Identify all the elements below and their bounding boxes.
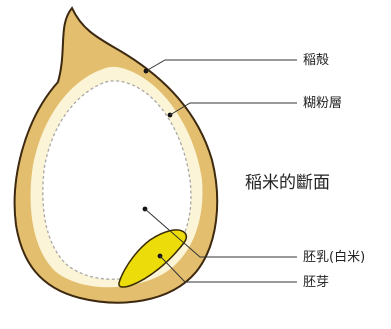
label-aleurone: 糊粉層 (303, 95, 342, 111)
label-germ: 胚芽 (303, 275, 329, 290)
diagram-title: 稲米的斷面 (245, 173, 330, 193)
label-husk: 稲殻 (303, 53, 329, 68)
label-endosperm: 胚乳(白米) (303, 249, 365, 265)
callout-husk (144, 60, 297, 73)
leader-line-husk (146, 60, 297, 71)
